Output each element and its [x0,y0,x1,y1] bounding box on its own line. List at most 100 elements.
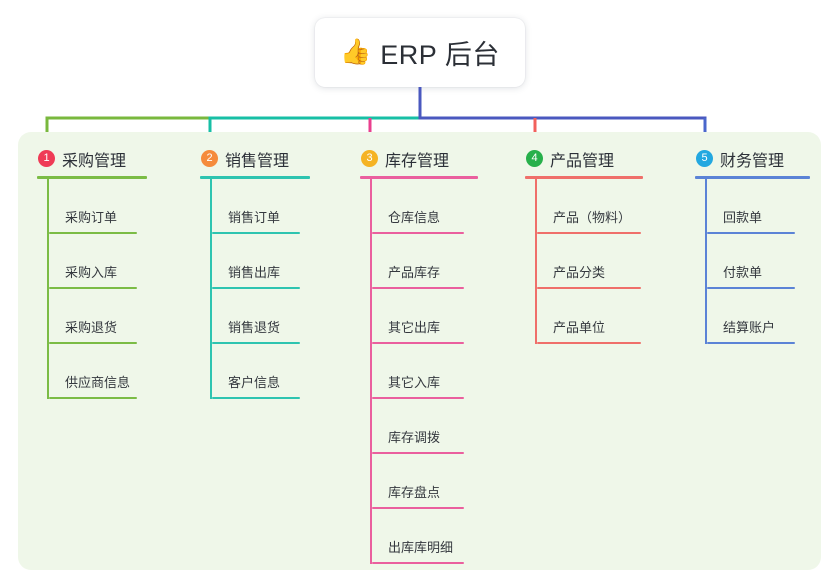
branch-column-5: 5 财务管理回款单付款单结算账户 [695,147,810,344]
branch-spine [210,179,212,399]
leaf-node[interactable]: 产品库存 [372,234,478,289]
branch-number-badge: 5 [696,150,713,167]
leaf-node[interactable]: 供应商信息 [49,344,147,399]
leaf-node[interactable]: 库存盘点 [372,454,478,509]
leaf-node[interactable]: 客户信息 [212,344,310,399]
branch-spine [705,179,707,344]
root-node-card[interactable]: 👍 ERP 后台 [315,18,525,87]
leaf-node[interactable]: 采购入库 [49,234,147,289]
branch-spine [370,179,372,564]
leaf-node[interactable]: 产品单位 [537,289,643,344]
leaf-underline [212,232,300,234]
leaf-underline [707,232,795,234]
leaf-underline [372,562,464,564]
branch-items: 采购订单采购入库采购退货供应商信息 [47,179,147,399]
leaf-node[interactable]: 采购退货 [49,289,147,344]
branch-spine [47,179,49,399]
leaf-label: 库存调拨 [388,430,441,445]
leaf-underline [537,287,641,289]
leaf-underline [372,397,464,399]
leaf-node[interactable]: 销售订单 [212,179,310,234]
branch-items: 销售订单销售出库销售退货客户信息 [210,179,310,399]
leaf-underline [372,342,464,344]
branch-header-3[interactable]: 3 库存管理 [360,147,478,170]
leaf-label: 销售出库 [228,265,281,280]
branch-title: 销售管理 [225,152,290,170]
leaf-label: 其它入库 [388,375,441,390]
leaf-underline [707,287,795,289]
leaf-label: 付款单 [723,265,763,280]
leaf-node[interactable]: 出库库明细 [372,509,478,564]
leaf-underline [372,507,464,509]
diagram-panel [18,132,821,570]
leaf-label: 客户信息 [228,375,281,390]
leaf-underline [212,397,300,399]
leaf-node[interactable]: 采购订单 [49,179,147,234]
leaf-underline [372,452,464,454]
branch-number-badge: 2 [201,150,218,167]
leaf-label: 结算账户 [723,320,776,335]
branch-underline [200,176,310,179]
leaf-label: 产品单位 [553,320,606,335]
leaf-underline [49,342,137,344]
branch-number-badge: 3 [361,150,378,167]
leaf-label: 仓库信息 [388,210,441,225]
leaf-underline [537,342,641,344]
leaf-underline [537,232,641,234]
branch-title: 采购管理 [62,152,127,170]
branch-underline [525,176,643,179]
branch-underline [695,176,810,179]
root-node-title: ERP 后台 [380,40,500,70]
leaf-node[interactable]: 库存调拨 [372,399,478,454]
leaf-node[interactable]: 销售出库 [212,234,310,289]
leaf-node[interactable]: 产品分类 [537,234,643,289]
leaf-label: 采购入库 [65,265,118,280]
branch-header-2[interactable]: 2 销售管理 [200,147,310,170]
branch-column-1: 1 采购管理采购订单采购入库采购退货供应商信息 [37,147,147,399]
leaf-label: 产品（物料） [553,210,632,225]
branch-items: 产品（物料） 产品分类产品单位 [535,179,643,344]
branch-underline [360,176,478,179]
leaf-label: 供应商信息 [65,375,131,390]
leaf-label: 产品分类 [553,265,606,280]
leaf-node[interactable]: 其它出库 [372,289,478,344]
branch-title: 财务管理 [720,152,785,170]
leaf-node[interactable]: 其它入库 [372,344,478,399]
leaf-label: 销售退货 [228,320,281,335]
leaf-underline [372,287,464,289]
branch-column-4: 4 产品管理产品（物料） 产品分类产品单位 [525,147,643,344]
leaf-label: 销售订单 [228,210,281,225]
leaf-label: 库存盘点 [388,485,441,500]
leaf-underline [49,232,137,234]
leaf-underline [49,397,137,399]
leaf-underline [372,232,464,234]
leaf-node[interactable]: 仓库信息 [372,179,478,234]
leaf-label: 采购订单 [65,210,118,225]
leaf-node[interactable]: 付款单 [707,234,810,289]
thumbs-up-icon: 👍 [340,38,372,66]
leaf-node[interactable]: 产品（物料） [537,179,643,234]
root-node-content: 👍 ERP 后台 [340,33,500,72]
leaf-underline [707,342,795,344]
branch-header-4[interactable]: 4 产品管理 [525,147,643,170]
leaf-underline [49,287,137,289]
leaf-label: 采购退货 [65,320,118,335]
leaf-label: 出库库明细 [388,540,454,555]
leaf-node[interactable]: 结算账户 [707,289,810,344]
branch-items: 仓库信息产品库存其它出库其它入库库存调拨库存盘点出库库明细 [370,179,478,564]
leaf-node[interactable]: 回款单 [707,179,810,234]
leaf-label: 产品库存 [388,265,441,280]
branch-title: 产品管理 [550,152,615,170]
leaf-underline [212,342,300,344]
branch-header-5[interactable]: 5 财务管理 [695,147,810,170]
branch-column-3: 3 库存管理仓库信息产品库存其它出库其它入库库存调拨库存盘点出库库明细 [360,147,478,564]
leaf-underline [212,287,300,289]
branch-number-badge: 1 [38,150,55,167]
branch-number-badge: 4 [526,150,543,167]
branch-header-1[interactable]: 1 采购管理 [37,147,147,170]
branch-column-2: 2 销售管理销售订单销售出库销售退货客户信息 [200,147,310,399]
branch-title: 库存管理 [385,152,450,170]
leaf-node[interactable]: 销售退货 [212,289,310,344]
